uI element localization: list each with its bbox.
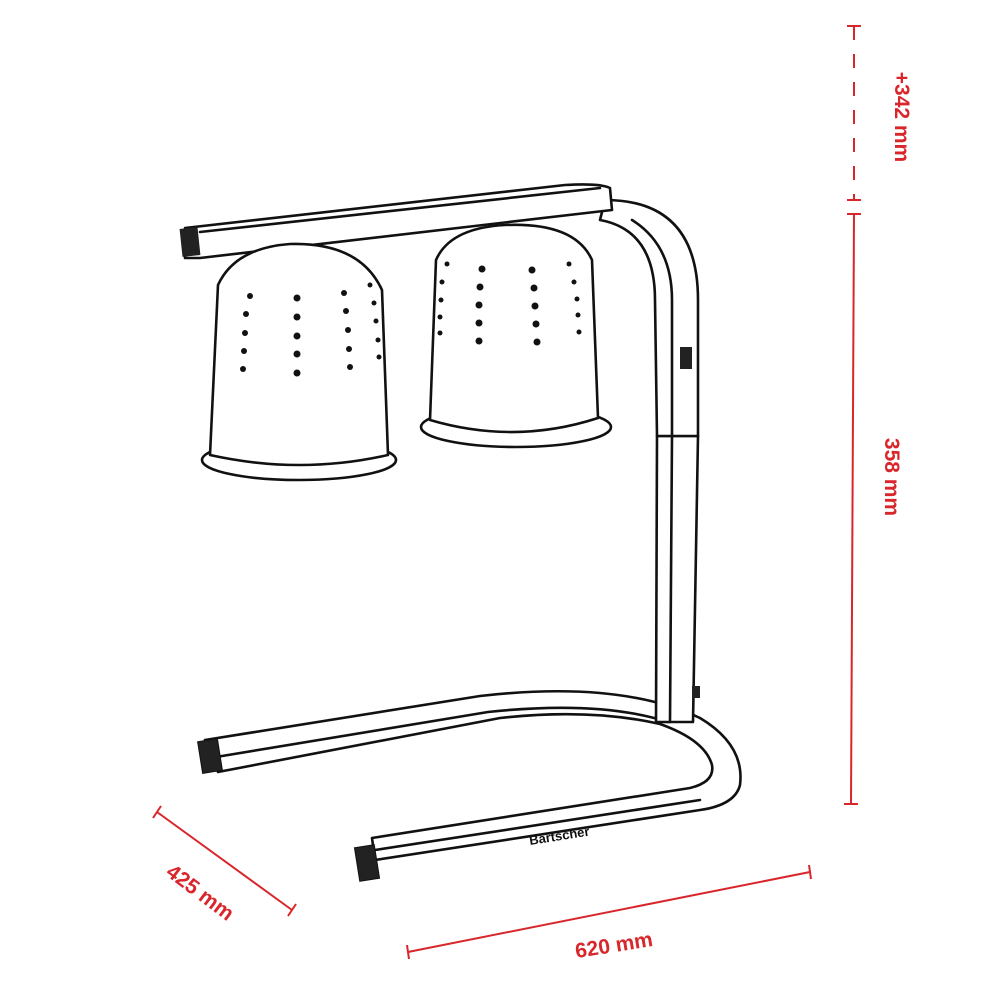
heat-lamp-left — [200, 242, 398, 482]
dimension-height: 358 mm — [844, 213, 903, 805]
dimension-height-extension: +342 mm — [847, 25, 913, 201]
dimension-width: 620 mm — [406, 864, 812, 963]
top-arm — [179, 183, 614, 260]
depth-label: 425 mm — [162, 860, 238, 925]
height-label: 358 mm — [880, 438, 903, 516]
height-extension-label: +342 mm — [890, 72, 913, 162]
dimension-depth: 425 mm — [152, 805, 297, 926]
width-label: 620 mm — [574, 928, 655, 963]
heat-lamp-right — [419, 223, 613, 449]
upright-post — [598, 198, 700, 724]
